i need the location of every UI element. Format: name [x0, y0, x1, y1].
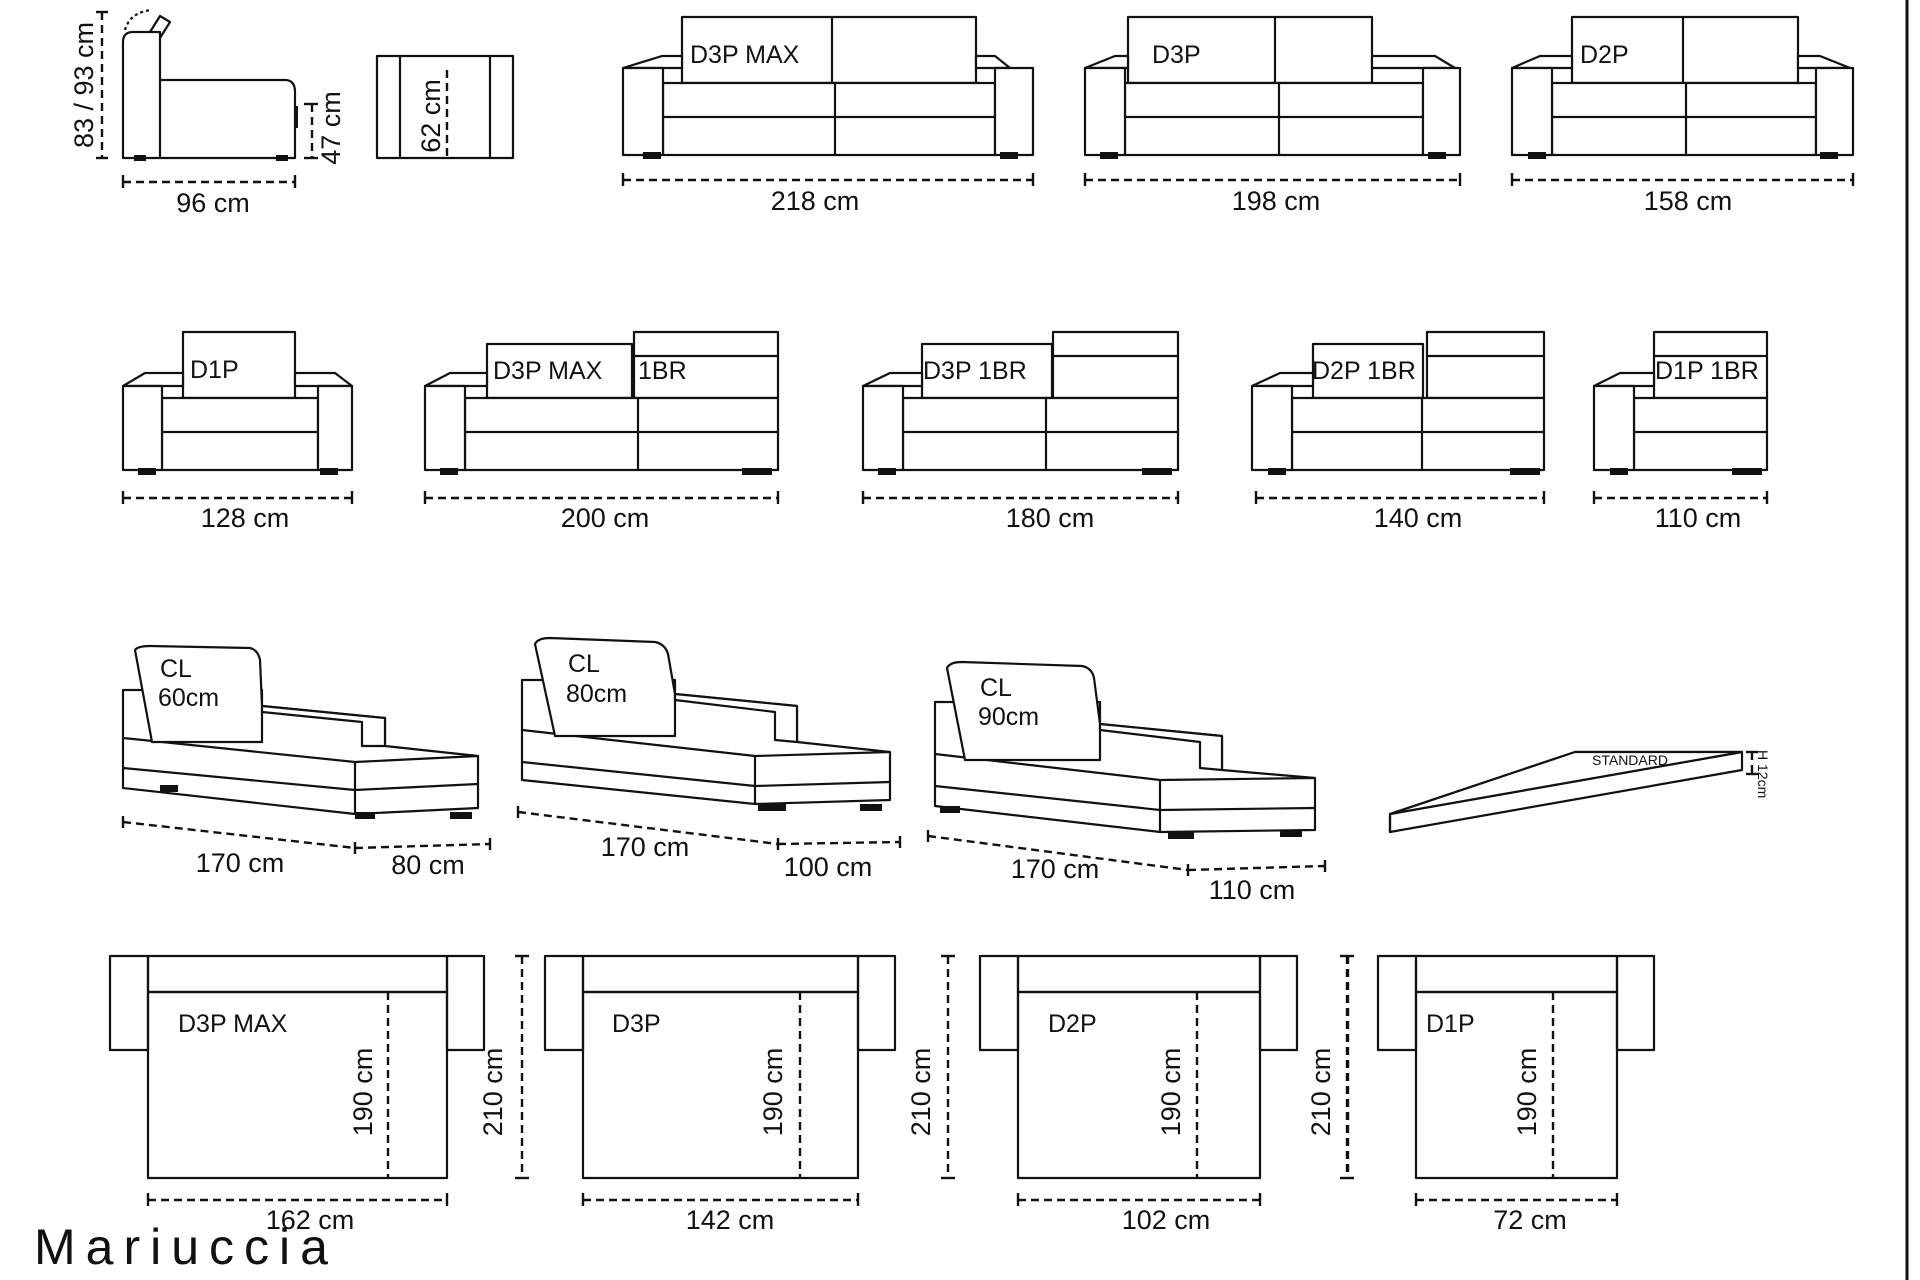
sofa-model-label: D3P MAX [493, 357, 603, 385]
mattress-height-label: H 12cm [1755, 750, 1771, 798]
sofa-width-label: 140 cm [1374, 503, 1463, 533]
sofa-d3p-1br: D3P 1BR 180 cm [861, 330, 1180, 533]
mattress-label: STANDARD [1592, 752, 1668, 768]
chaise-length-label: 170 cm [1011, 854, 1100, 884]
bed-width-label: 162 cm [266, 1205, 355, 1235]
bed-model-label: D1P [1426, 1010, 1475, 1038]
sofa-d2p: D2P 158 cm [1510, 15, 1855, 216]
sofa-d3p-max-1br: D3P MAX 1BR 200 cm [423, 330, 780, 533]
bed-length-label: 190 cm [758, 1048, 788, 1137]
bed-d1p: D1P 190 cm 72 cm [1346, 954, 1656, 1235]
chaise-model-label: CL [568, 650, 600, 678]
chaise-width-label: 80 cm [391, 850, 465, 880]
chaise-seat-label: 60cm [158, 684, 219, 712]
sofa-width-label: 128 cm [201, 503, 290, 533]
bed-model-label: D3P MAX [178, 1010, 288, 1038]
sofa-d1p: D1P 128 cm [121, 330, 354, 533]
bed-d3p-max: D3P MAX 190 cm 210 cm 162 cm [108, 954, 529, 1235]
chaise-model-label: CL [160, 655, 192, 683]
sofa-model-suffix-label: 1BR [638, 357, 687, 385]
seat-height-label: 47 cm [316, 91, 346, 165]
sofa-model-label: D1P 1BR [1655, 357, 1759, 385]
side-height-label: 83 / 93 cm [69, 22, 99, 148]
sofa-width-label: 218 cm [771, 186, 860, 216]
chaise-cl-90: CL 90cm 170 cm 110 cm [926, 660, 1327, 905]
side-view-sofa: 83 / 93 cm 47 cm 96 cm [69, 8, 346, 218]
bed-length-label: 190 cm [1156, 1048, 1186, 1137]
bed-total-length-label: 210 cm [906, 1048, 936, 1137]
chaise-length-label: 170 cm [196, 848, 285, 878]
side-depth-label: 96 cm [176, 188, 250, 218]
sofa-width-label: 200 cm [561, 503, 650, 533]
sofa-model-label: D3P 1BR [923, 357, 1027, 385]
brand-name: Mariuccia [34, 1219, 338, 1275]
bed-total-length-label: 210 cm [478, 1048, 508, 1137]
sofa-d2p-1br: D2P 1BR 140 cm [1250, 330, 1546, 533]
bed-length-label: 190 cm [348, 1048, 378, 1137]
sofa-width-label: 180 cm [1006, 503, 1095, 533]
sofa-d3p-max: D3P MAX 218 cm [621, 15, 1035, 216]
mattress-standard: STANDARD H 12cm [1388, 750, 1771, 834]
chaise-cl-60: CL 60cm 170 cm 80 cm [121, 644, 492, 880]
sofa-d3p: D3P 198 cm [1083, 15, 1462, 216]
bed-length-label: 190 cm [1512, 1048, 1542, 1137]
bed-d2p: D2P 190 cm 210 cm 102 cm [978, 954, 1354, 1235]
chaise-seat-label: 80cm [566, 680, 627, 708]
bed-total-length-label: 210 cm [1306, 1048, 1336, 1137]
chaise-model-label: CL [980, 674, 1012, 702]
sofa-width-label: 198 cm [1232, 186, 1321, 216]
arm-view: 62 cm [375, 54, 515, 160]
chaise-length-label: 170 cm [601, 832, 690, 862]
chaise-seat-label: 90cm [978, 703, 1039, 731]
bed-model-label: D3P [612, 1010, 661, 1038]
sofa-width-label: 158 cm [1644, 186, 1733, 216]
bed-d3p: D3P 190 cm 210 cm 142 cm [543, 954, 955, 1235]
sofa-model-label: D3P [1152, 41, 1201, 69]
bed-width-label: 142 cm [686, 1205, 775, 1235]
bed-model-label: D2P [1048, 1010, 1097, 1038]
bed-width-label: 102 cm [1122, 1205, 1211, 1235]
sofa-model-label: D3P MAX [690, 41, 800, 69]
sofa-model-label: D1P [190, 356, 239, 384]
arm-width-label: 62 cm [416, 79, 446, 153]
bed-width-label: 72 cm [1493, 1205, 1567, 1235]
sofa-d1p-1br: D1P 1BR 110 cm [1592, 330, 1769, 533]
sofa-width-label: 110 cm [1655, 503, 1742, 533]
chaise-width-label: 110 cm [1209, 875, 1296, 905]
chaise-cl-80: CL 80cm 170 cm 100 cm [516, 636, 902, 882]
sofa-model-label: D2P [1580, 41, 1629, 69]
sofa-model-label: D2P 1BR [1312, 357, 1416, 385]
chaise-width-label: 100 cm [784, 852, 873, 882]
